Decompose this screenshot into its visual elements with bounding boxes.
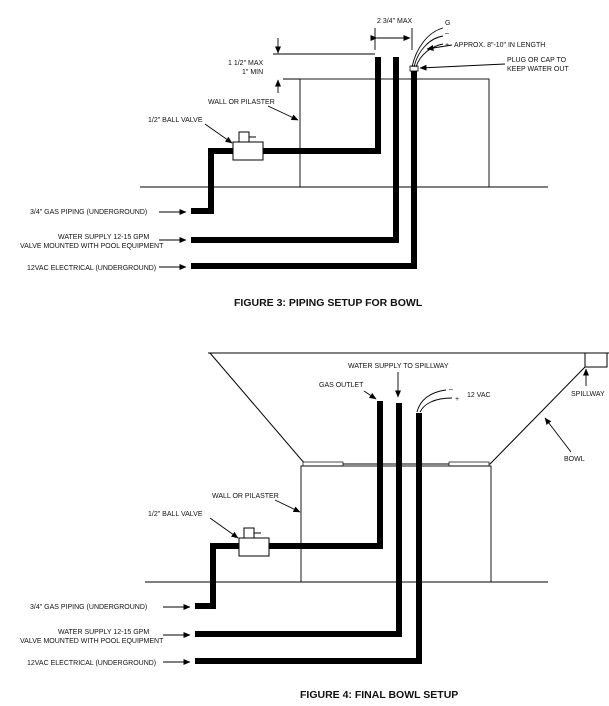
- label-gas-outlet: GAS OUTLET: [319, 382, 364, 389]
- figure-4-caption: FIGURE 4: FINAL BOWL SETUP: [300, 689, 458, 701]
- ball-valve: [232, 131, 264, 161]
- ball-valve: [238, 527, 270, 557]
- label-ball-valve: 1/2" BALL VALVE: [148, 511, 203, 518]
- label-wire-minus: –: [445, 30, 449, 37]
- wire-minus: [413, 35, 444, 68]
- wire-plus: [419, 397, 453, 413]
- figure-4: WATER SUPPLY TO SPILLWAY GAS OUTLET – + …: [20, 352, 609, 701]
- label-water-supply-1: WATER SUPPLY 12-15 GPM: [58, 234, 149, 241]
- label-1-min: 1" MIN: [242, 69, 263, 76]
- label-wire-g: G: [445, 20, 450, 27]
- label-gas-piping: 3/4" GAS PIPING (UNDERGROUND): [30, 209, 147, 216]
- label-wall: WALL OR PILASTER: [212, 493, 279, 500]
- gas-pipe: [191, 57, 381, 214]
- figure-3: 2 3/4" MAX 1 1/2" MAX 1" MIN G – + APPRO…: [20, 18, 569, 309]
- label-plug-cap-2: KEEP WATER OUT: [507, 66, 569, 73]
- water-pipe: [191, 57, 399, 243]
- wire-minus: [416, 389, 447, 413]
- label-gas-piping: 3/4" GAS PIPING (UNDERGROUND): [30, 604, 147, 611]
- label-wall: WALL OR PILASTER: [208, 99, 275, 106]
- water-pipe: [195, 403, 402, 637]
- label-12-vac: 12 VAC: [467, 392, 491, 399]
- spillway: [584, 352, 608, 368]
- label-bowl: BOWL: [564, 456, 585, 463]
- label-ball-valve: 1/2" BALL VALVE: [148, 117, 203, 124]
- label-water-supply-2: VALVE MOUNTED WITH POOL EQUIPMENT: [20, 243, 164, 250]
- label-wire-plus: +: [455, 396, 459, 403]
- label-water-supply-1: WATER SUPPLY 12-15 GPM: [58, 629, 149, 636]
- label-234-max: 2 3/4" MAX: [377, 18, 412, 25]
- electrical-conduit: [191, 69, 417, 269]
- electrical-conduit: [195, 413, 422, 664]
- gas-pipe: [195, 401, 383, 609]
- label-112-max: 1 1/2" MAX: [228, 60, 263, 67]
- figure-3-caption: FIGURE 3: PIPING SETUP FOR BOWL: [234, 297, 423, 309]
- label-approx-length: APPROX. 8"-10" IN LENGTH: [454, 42, 545, 49]
- label-spillway: SPILLWAY: [571, 391, 605, 398]
- wire-plus: [415, 43, 444, 68]
- label-wire-minus: –: [449, 386, 453, 393]
- wire-g: [411, 27, 444, 68]
- label-water-spillway: WATER SUPPLY TO SPILLWAY: [348, 363, 449, 370]
- label-electrical: 12VAC ELECTRICAL (UNDERGROUND): [27, 265, 156, 272]
- label-water-supply-2: VALVE MOUNTED WITH POOL EQUIPMENT: [20, 638, 164, 645]
- label-plug-cap-1: PLUG OR CAP TO: [507, 57, 567, 64]
- label-electrical: 12VAC ELECTRICAL (UNDERGROUND): [27, 660, 156, 667]
